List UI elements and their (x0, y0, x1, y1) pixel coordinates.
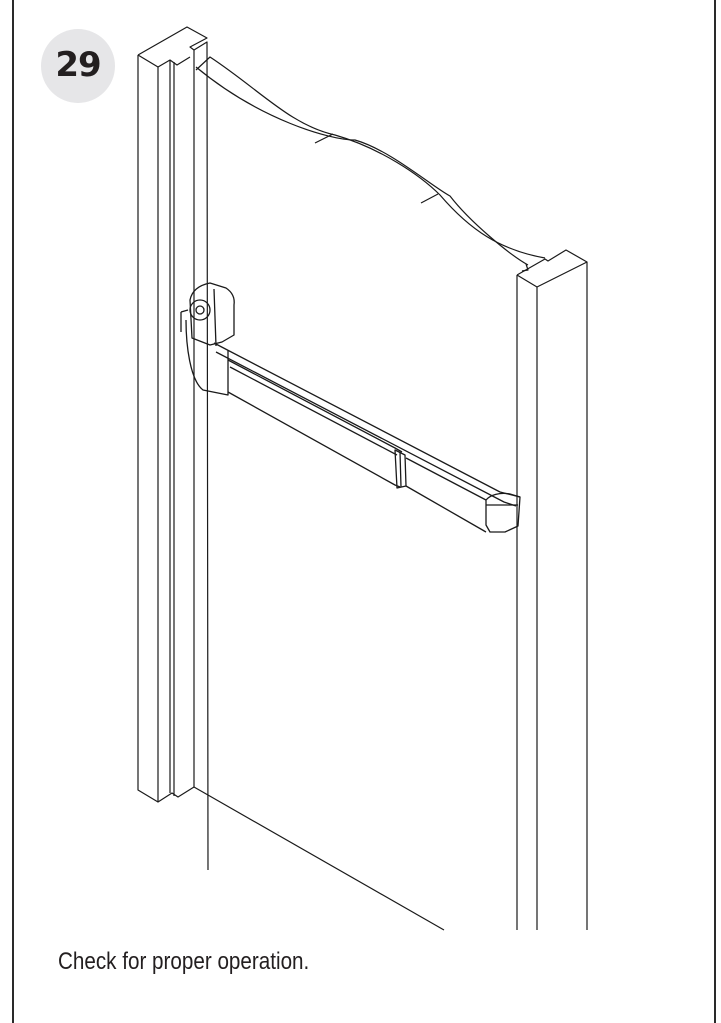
panel-border-right (714, 0, 716, 1023)
door-top-curve-icon (195, 56, 546, 266)
step-number: 29 (55, 45, 101, 85)
panel-border-left (12, 0, 14, 1023)
step-number-badge: 29 (41, 29, 115, 103)
exit-device-illustration (137, 26, 588, 931)
instruction-caption: Check for proper operation. (58, 948, 310, 975)
exit-device-bar-icon (180, 282, 521, 533)
left-jamb-icon (137, 26, 445, 931)
right-jamb-icon (516, 249, 588, 930)
